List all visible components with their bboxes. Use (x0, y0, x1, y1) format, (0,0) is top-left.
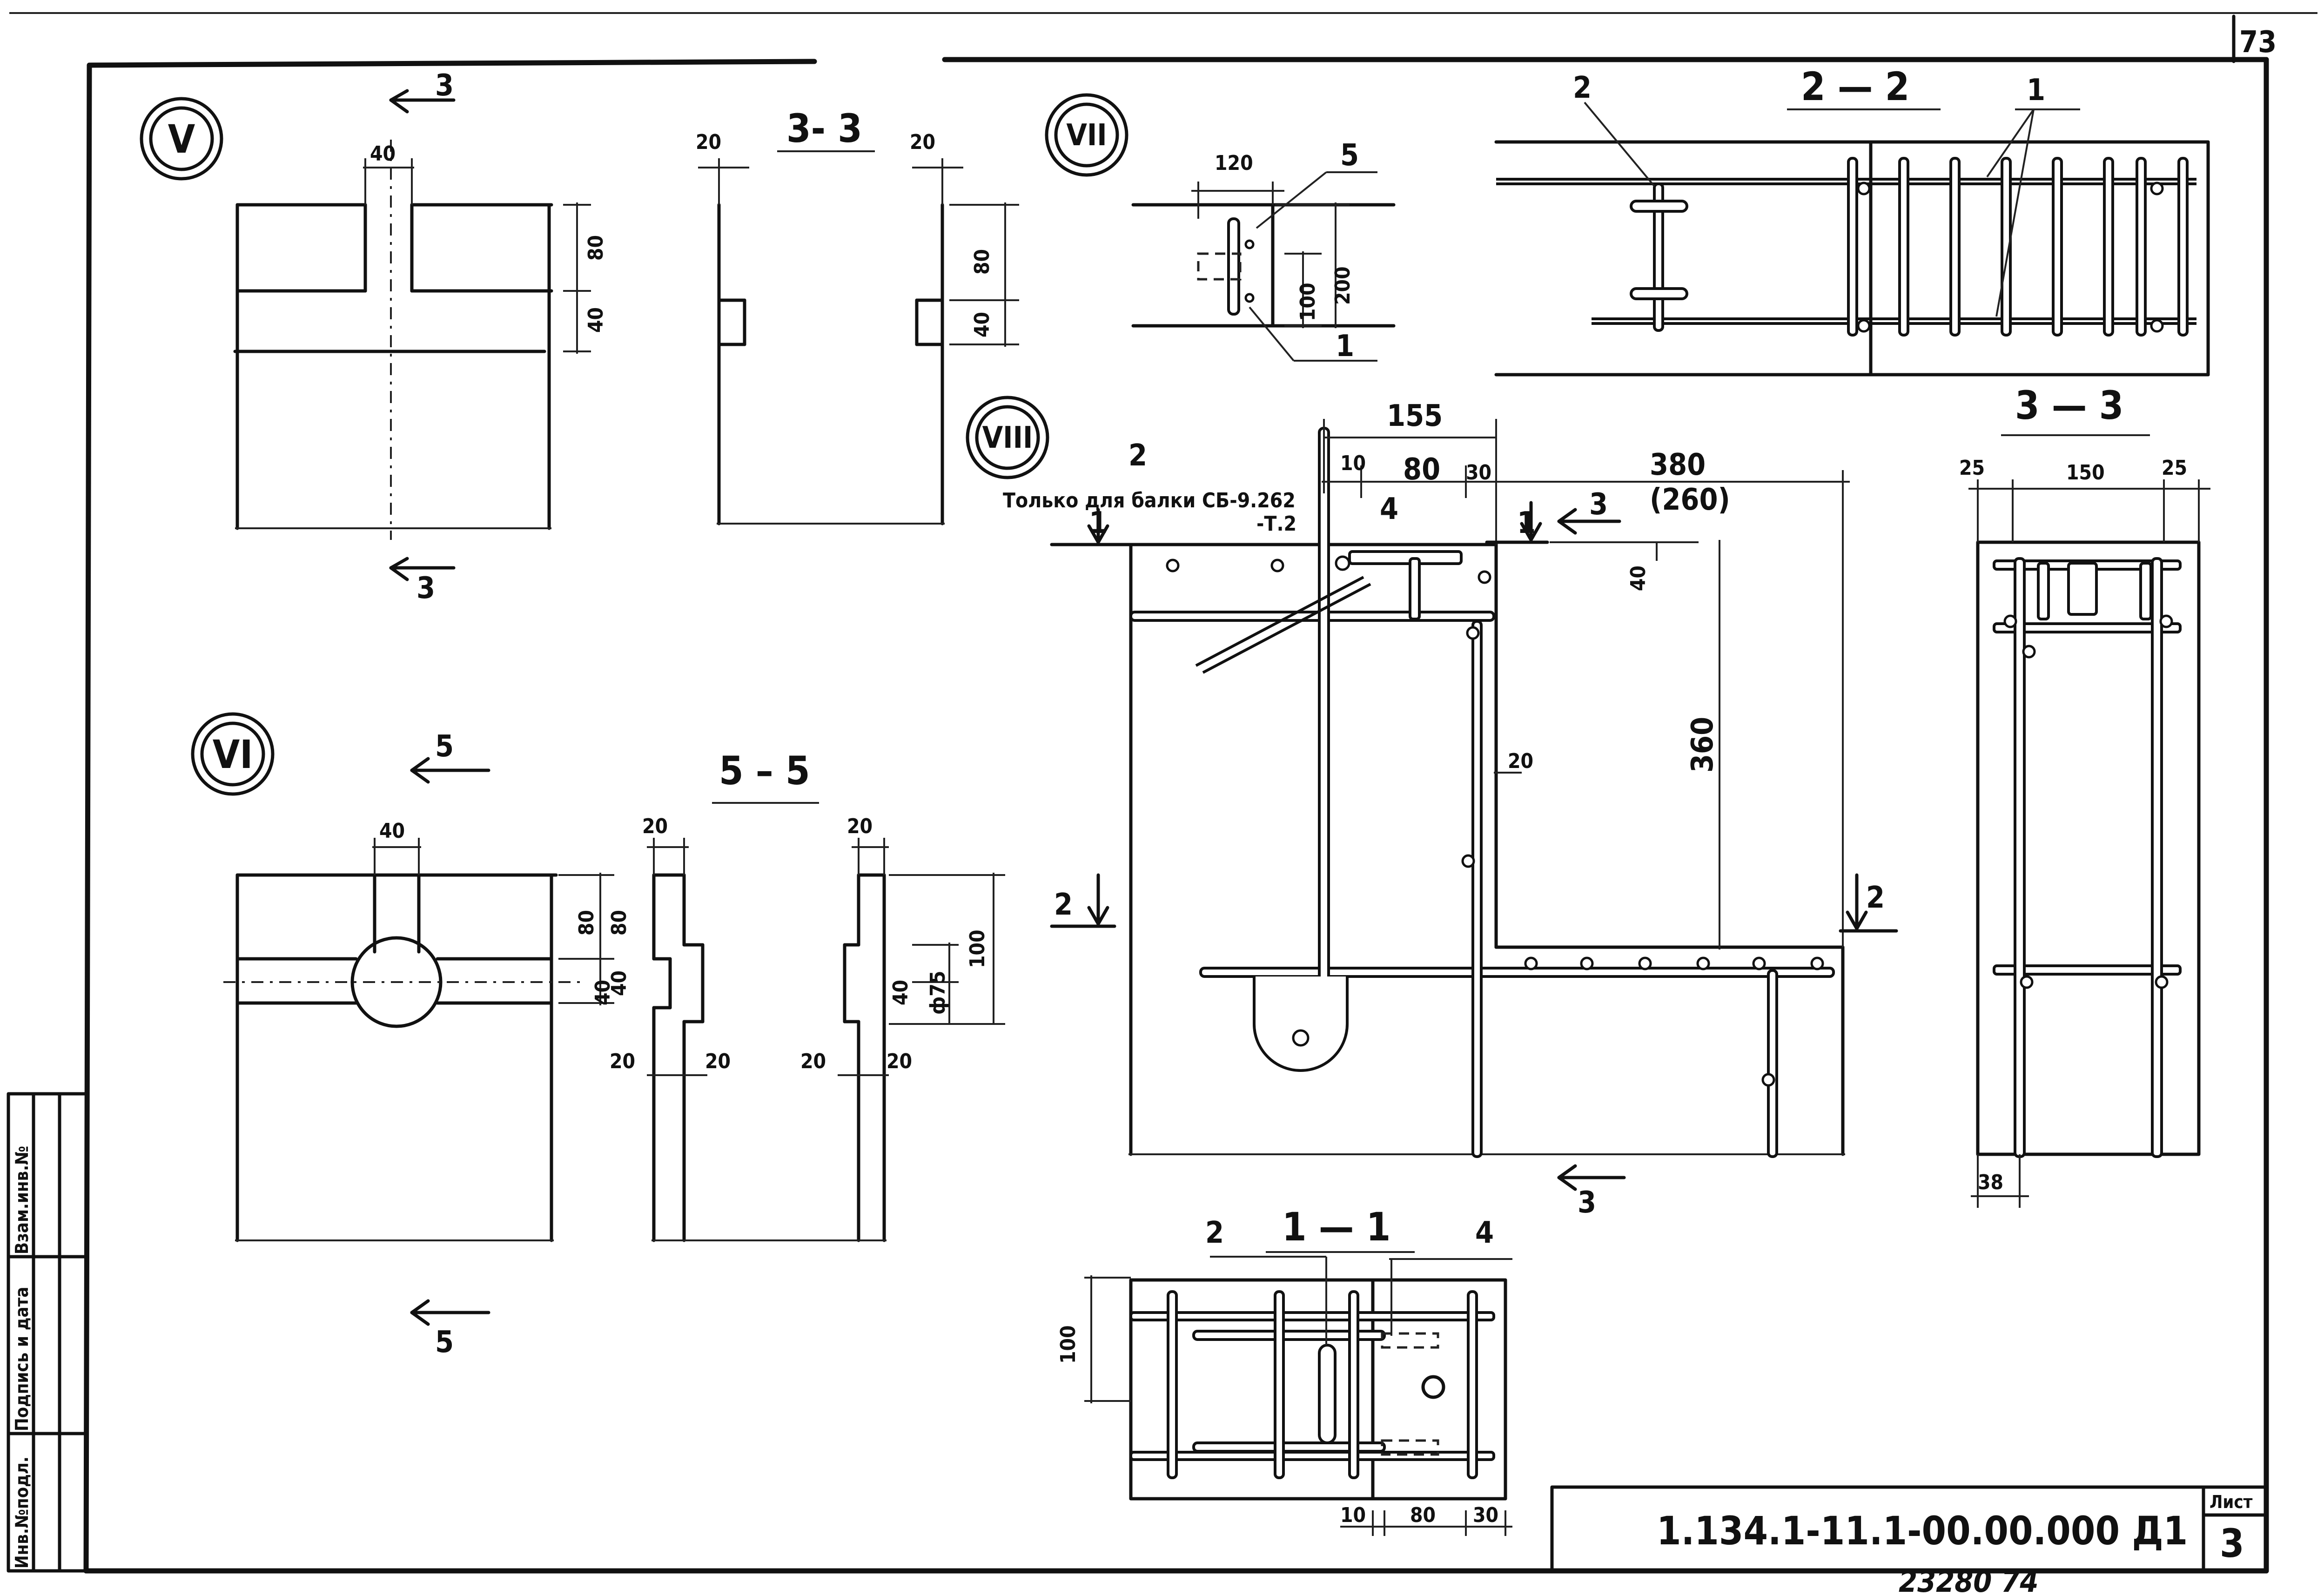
cut-marker-5: 5 (435, 729, 454, 764)
section-2-2-drawing (1494, 101, 2210, 377)
node-v-badge (140, 97, 223, 181)
dim-40: 40 (584, 307, 608, 333)
dim-80: 80 (575, 910, 598, 936)
node-vii-drawing (1131, 171, 1396, 362)
dim-150: 150 (2066, 461, 2105, 485)
cut-marker-3: 3 (435, 68, 454, 103)
sheet-number: 3 (2220, 1521, 2244, 1566)
dim-80: 80 (1403, 452, 1440, 487)
callout-4: 4 (1380, 492, 1398, 526)
dim-40: 40 (370, 142, 396, 166)
sheet-frame (9, 12, 2317, 1574)
approval-stamp: Инв.№подл. Подпись и дата Взам.инв.№ (7, 1092, 88, 1573)
cut-marker-2: 2 (1054, 888, 1073, 922)
dim-80: 80 (970, 249, 994, 275)
dim-120: 120 (1215, 151, 1253, 175)
dim-360: 360 (1686, 717, 1720, 773)
dim-80: 80 (1410, 1503, 1436, 1527)
callout-4: 4 (1475, 1216, 1494, 1250)
dim-10: 10 (1340, 451, 1366, 475)
dim-40: 40 (970, 312, 994, 337)
cut-marker-5: 5 (435, 1325, 454, 1360)
dim-30: 30 (1466, 461, 1491, 485)
dim-380: 380 (1650, 448, 1706, 482)
section-3-3-right-title: 3 — 3 (2015, 383, 2123, 428)
dim-40: 40 (379, 819, 405, 843)
dim-20: 20 (705, 1050, 731, 1073)
callout-1: 1 (1336, 329, 1354, 364)
section-2-2-title: 2 — 2 (1801, 64, 1909, 109)
callout-5: 5 (1340, 138, 1359, 173)
dim-20: 20 (910, 130, 935, 154)
cut-marker-2: 2 (1866, 881, 1885, 915)
stamp-vzam-inv: Взам.инв.№ (12, 1146, 32, 1254)
dim-20: 20 (642, 815, 668, 838)
dim-20: 20 (696, 130, 721, 154)
section-1-1-drawing (1084, 1256, 1512, 1536)
node-vi-badge (191, 712, 275, 796)
dim-80: 80 (607, 910, 631, 936)
dim-40: 40 (889, 980, 913, 1005)
callout-1: 1 (2027, 73, 2045, 108)
node-v-label: V (168, 116, 195, 162)
node-vii-badge (1045, 93, 1128, 177)
callout-2: 2 (1573, 71, 1592, 105)
cut-marker-3: 3 (1589, 487, 1608, 522)
node-v-drawing (233, 89, 591, 581)
node-viii-badge (966, 396, 1049, 479)
stamp-sign-date: Подпись и дата (12, 1287, 32, 1431)
stamp-inv-podl: Инв.№подл. (12, 1456, 32, 1569)
cut-marker-3: 3 (1578, 1185, 1596, 1220)
node-vii-label: VII (1066, 118, 1107, 153)
dim-20: 20 (610, 1050, 635, 1073)
footer-note: 23280 74 (1899, 1565, 2038, 1596)
callout-2: 2 (1205, 1216, 1224, 1250)
note-sb-9262: Только для балки СБ-9.262 (1003, 489, 1296, 512)
section-3-3-title: 3- 3 (786, 106, 862, 151)
node-vi-label: VI (213, 732, 253, 777)
section-1-1-title: 1 — 1 (1282, 1204, 1390, 1250)
dim-80: 80 (584, 235, 608, 261)
dim-20: 20 (847, 815, 873, 838)
section-5-5-drawing (647, 838, 1005, 1242)
document-code: 1.134.1-11.1-00.00.000 Д1 (1657, 1508, 2188, 1554)
dim-40: 40 (607, 970, 631, 996)
dim-100: 100 (966, 929, 989, 968)
cut-marker-3: 3 (416, 571, 435, 606)
node-vi-drawing (223, 757, 614, 1326)
section-3-3-right-drawing (1968, 479, 2210, 1208)
dim-20: 20 (887, 1050, 912, 1073)
dim-260: (260) (1650, 483, 1730, 517)
title-block (1550, 1485, 2268, 1573)
callout-2: 2 (1128, 438, 1147, 473)
dim-10: 10 (1340, 1503, 1366, 1527)
section-5-5-title: 5 – 5 (719, 748, 810, 794)
section-3-3-drawing (698, 158, 1019, 525)
note-t2: -Т.2 (1256, 512, 1296, 536)
node-viii-label: VIII (982, 421, 1033, 455)
dim-30: 30 (1473, 1503, 1498, 1527)
dim-25: 25 (2162, 456, 2187, 480)
dim-40: 40 (591, 980, 615, 1005)
page-number: 73 (2239, 25, 2277, 60)
node-viii-drawing (1050, 419, 1898, 1191)
dim-155: 155 (1387, 399, 1443, 433)
cut-marker-1: 1 (1089, 506, 1108, 540)
dim-20: 20 (1508, 749, 1533, 773)
dim-40: 40 (1626, 566, 1650, 591)
dim-phi-75: ф75 (926, 971, 950, 1015)
cut-marker-1: 1 (1517, 506, 1536, 540)
dim-100: 100 (1296, 283, 1320, 321)
dim-20: 20 (800, 1050, 826, 1073)
dim-200: 200 (1331, 266, 1355, 305)
sheet-label: Лист (2210, 1492, 2253, 1512)
dim-100: 100 (1056, 1325, 1080, 1364)
dim-38: 38 (1978, 1171, 2003, 1194)
dim-25: 25 (1959, 456, 1985, 480)
